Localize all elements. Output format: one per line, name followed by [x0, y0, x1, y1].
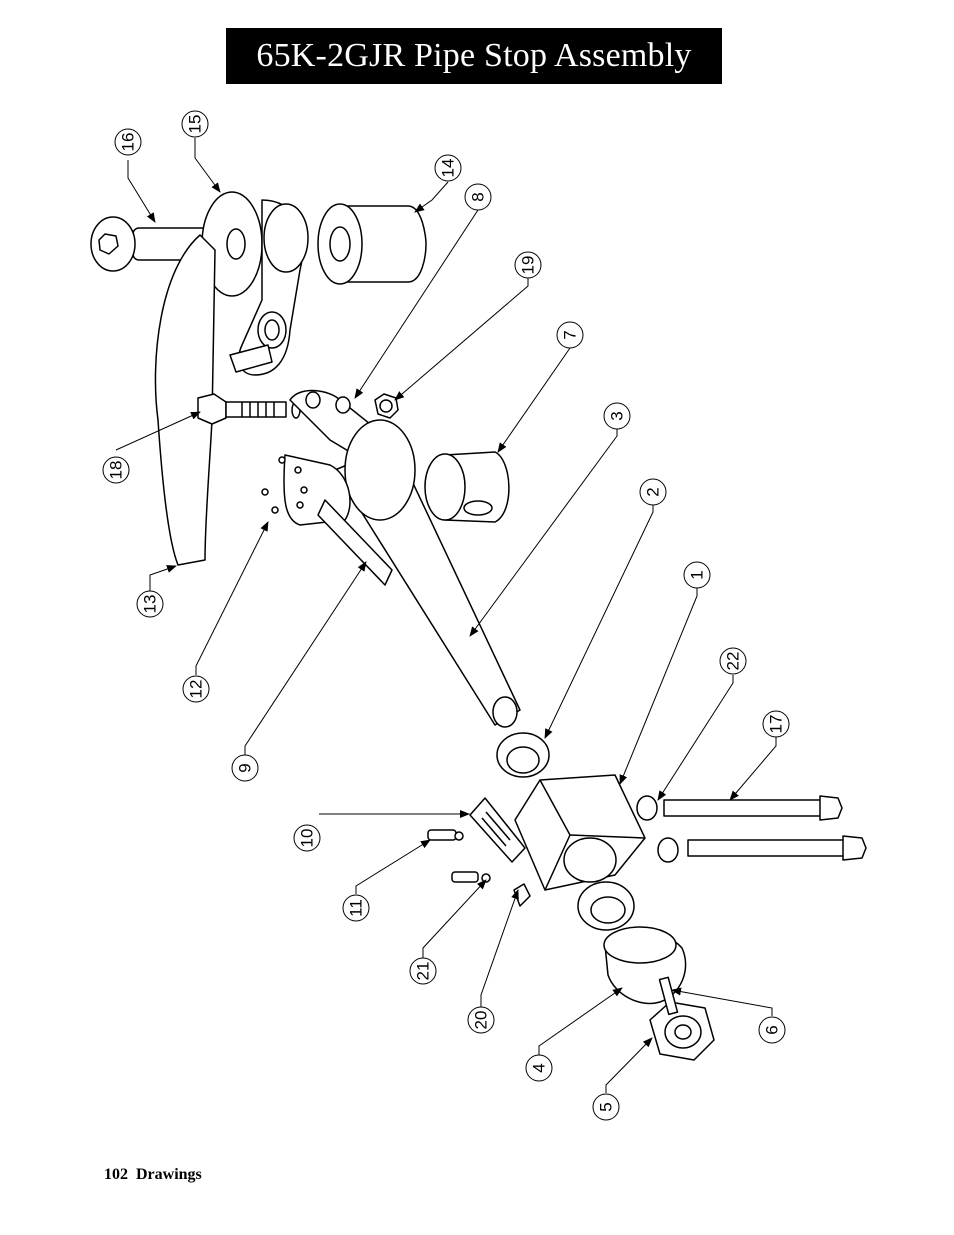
- page-title: 65K-2GJR Pipe Stop Assembly: [226, 28, 722, 84]
- callout-20: 20: [467, 1006, 495, 1034]
- callout-label: 5: [597, 1102, 616, 1111]
- part-3-shaft: [334, 419, 521, 728]
- part-17-bolts: [663, 795, 867, 861]
- part-9-blade: [317, 499, 393, 586]
- callout-label: 21: [414, 962, 433, 981]
- part-7-cap: [424, 451, 510, 523]
- callout-19: 19: [514, 251, 542, 279]
- callout-label: 16: [119, 133, 138, 152]
- callout-21: 21: [409, 957, 437, 985]
- callout-label: 14: [439, 159, 458, 178]
- callout-4: 4: [525, 1054, 553, 1082]
- callout-label: 11: [347, 899, 366, 917]
- callout-label: 6: [763, 1025, 782, 1034]
- callout-6: 6: [758, 1016, 786, 1044]
- callout-14: 14: [434, 154, 462, 182]
- part-18-hex-bolt: [197, 393, 301, 425]
- callout-3: 3: [603, 402, 631, 430]
- part-10-label-plate: [469, 797, 526, 863]
- callout-label: 22: [724, 652, 743, 671]
- callout-15: 15: [181, 110, 209, 138]
- callout-label: 18: [107, 461, 126, 480]
- callout-9: 9: [231, 754, 259, 782]
- part-21-screw: [451, 871, 491, 883]
- callout-label: 15: [186, 115, 205, 134]
- callout-11: 11: [342, 894, 370, 922]
- callout-label: 7: [561, 330, 580, 339]
- callout-label: 20: [472, 1011, 491, 1030]
- callout-label: 13: [141, 595, 160, 614]
- callout-18: 18: [102, 456, 130, 484]
- callout-10: 10: [293, 824, 321, 852]
- part-1-block: [514, 774, 646, 891]
- callout-17: 17: [762, 710, 790, 738]
- callout-label: 12: [187, 680, 206, 699]
- callout-label: 3: [608, 411, 627, 420]
- callout-5: 5: [592, 1093, 620, 1121]
- page-footer: 102 Drawings: [104, 1166, 210, 1184]
- section-name: Drawings: [136, 1166, 202, 1183]
- callout-label: 2: [644, 487, 663, 496]
- callout-22: 22: [719, 647, 747, 675]
- callout-label: 19: [519, 256, 538, 275]
- part-13-handle-arm: [154, 199, 309, 566]
- callout-label: 8: [469, 192, 488, 201]
- callout-label: 4: [530, 1063, 549, 1072]
- callout-13: 13: [136, 590, 164, 618]
- part-2-seal: [496, 732, 550, 778]
- callout-7: 7: [556, 321, 584, 349]
- part-5-hex-nut: [649, 1001, 715, 1061]
- callout-label: 17: [767, 715, 786, 734]
- part-16-shoulder-bolt: [90, 216, 214, 272]
- callout-label: 10: [298, 829, 317, 848]
- part-14-bushing: [317, 203, 427, 285]
- callout-label: 9: [236, 763, 255, 772]
- callout-1: 1: [683, 561, 711, 589]
- callout-12: 12: [182, 675, 210, 703]
- callout-8: 8: [464, 183, 492, 211]
- part-22-lock-washer: [636, 795, 679, 863]
- part-12-mounting-plate: [261, 454, 351, 526]
- callout-16: 16: [114, 128, 142, 156]
- callout-label: 1: [688, 570, 707, 579]
- page-number: 102: [104, 1166, 128, 1183]
- part-lower-seal: [577, 881, 635, 931]
- part-19-nut: [374, 393, 399, 419]
- part-11-screw: [427, 829, 464, 841]
- callout-2: 2: [639, 478, 667, 506]
